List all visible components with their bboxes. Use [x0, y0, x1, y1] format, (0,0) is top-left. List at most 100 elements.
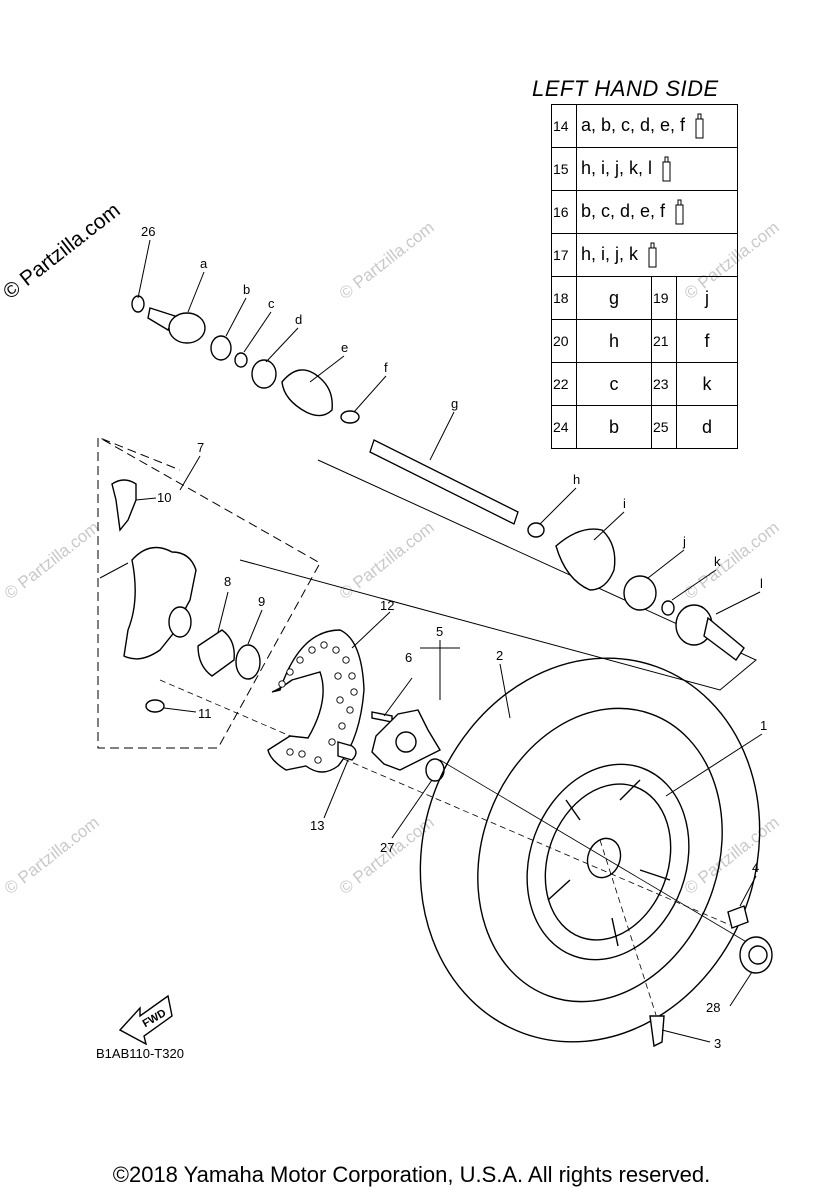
leader [499, 663, 511, 719]
callout-h: h [573, 472, 580, 487]
leader [187, 271, 205, 313]
callout-e: e [341, 340, 348, 355]
nut-27 [425, 758, 445, 782]
disc-hole [308, 646, 316, 654]
leader [225, 297, 247, 337]
callout-9: 9 [258, 594, 265, 609]
knuckle-group-outline [97, 437, 321, 749]
watermark-main: © Partzilla.com [0, 199, 125, 304]
boot-i [555, 528, 616, 591]
inner-cv-group [527, 522, 745, 662]
callout-2: 2 [496, 648, 503, 663]
leader [739, 875, 757, 907]
watermark: © Partzilla.com [336, 813, 438, 899]
leader [137, 239, 151, 299]
disc-hole [336, 696, 344, 704]
callout-j: j [682, 534, 686, 549]
legend-num: 22 [551, 362, 577, 406]
callout-l: l [760, 576, 763, 591]
legend-num: 15 [551, 147, 577, 191]
legend-value: h [576, 319, 652, 363]
legend-value: g [576, 276, 652, 320]
callout-d: d [295, 312, 302, 327]
rim-1 [526, 763, 690, 961]
legend-num: 14 [551, 104, 577, 148]
band-j [623, 575, 657, 611]
rim-spoke [547, 779, 671, 947]
leader [353, 375, 387, 413]
callout-27: 27 [380, 840, 394, 855]
callout-1: 1 [760, 718, 767, 733]
watermark: © Partzilla.com [681, 813, 783, 899]
legend-table: 14 a, b, c, d, e, f 15 h, i, j, k, l 16 … [551, 104, 738, 449]
legend-parts-cell: b, c, d, e, f [576, 190, 738, 234]
pair-row: 20 h 21 f [551, 319, 738, 363]
callout-7: 7 [197, 440, 204, 455]
callout-k: k [714, 554, 721, 569]
knuckle-hub [168, 606, 192, 638]
callout-26: 26 [141, 224, 155, 239]
callout-g: g [451, 396, 458, 411]
legend-num: 16 [551, 190, 577, 234]
leader [729, 971, 753, 1007]
grease-row: 14 a, b, c, d, e, f [551, 104, 738, 148]
bolt-13 [337, 741, 357, 761]
leader [265, 327, 299, 363]
legend-parts-cell: h, i, j, k [576, 233, 738, 277]
leader [323, 759, 349, 819]
grease-row: 16 b, c, d, e, f [551, 190, 738, 234]
legend-parts: h, i, j, k [581, 243, 639, 264]
leader [99, 562, 129, 579]
legend-value: f [676, 319, 738, 363]
callout-4: 4 [752, 860, 759, 875]
callout-f: f [384, 360, 388, 375]
callout-8: 8 [224, 574, 231, 589]
leader [179, 455, 201, 491]
band-f [340, 410, 360, 424]
callout-b: b [243, 282, 250, 297]
watermark: © Partzilla.com [1, 813, 103, 899]
leader [383, 677, 413, 717]
grease-tube-icon [662, 156, 671, 182]
leader [665, 733, 763, 797]
legend-num: 19 [651, 276, 677, 320]
leader [661, 1029, 711, 1043]
ring-b [210, 335, 232, 361]
brake-disc-12 [267, 629, 365, 773]
callout-13: 13 [310, 818, 324, 833]
rim-inner [544, 783, 672, 941]
leader [309, 355, 345, 383]
watermark: © Partzilla.com [1, 518, 103, 604]
watermark: © Partzilla.com [336, 218, 438, 304]
leader [243, 311, 272, 353]
knuckle-group [111, 479, 261, 713]
leader [593, 511, 625, 541]
valve-3 [649, 1015, 665, 1048]
legend-value: d [676, 405, 738, 449]
legend-parts-cell: a, b, c, d, e, f [576, 104, 738, 148]
leader-lines [135, 239, 763, 1043]
disc-hole [286, 748, 294, 756]
disc-hole [286, 668, 294, 676]
leader [671, 569, 717, 601]
disc-hole [346, 706, 354, 714]
cv-joint-outer-a [147, 307, 176, 331]
leader [217, 591, 229, 633]
ring-c [234, 352, 248, 368]
disc-hole [320, 641, 328, 649]
fwd-arrow-icon: FWD [118, 994, 173, 1046]
circlip-11 [145, 699, 165, 713]
fwd-arrow-icon [118, 994, 173, 1046]
circlip-9 [235, 644, 261, 680]
grease-tube-icon [695, 113, 704, 139]
axis-line [599, 839, 657, 1016]
disc-hole [348, 672, 356, 680]
disc-hole [332, 646, 340, 654]
brake-disc-group [267, 629, 365, 773]
watermark: © Partzilla.com [681, 518, 783, 604]
leader [351, 611, 391, 649]
leader [135, 497, 157, 501]
callout-6: 6 [405, 650, 412, 665]
callout-5: 5 [436, 624, 443, 639]
legend-value: k [676, 362, 738, 406]
